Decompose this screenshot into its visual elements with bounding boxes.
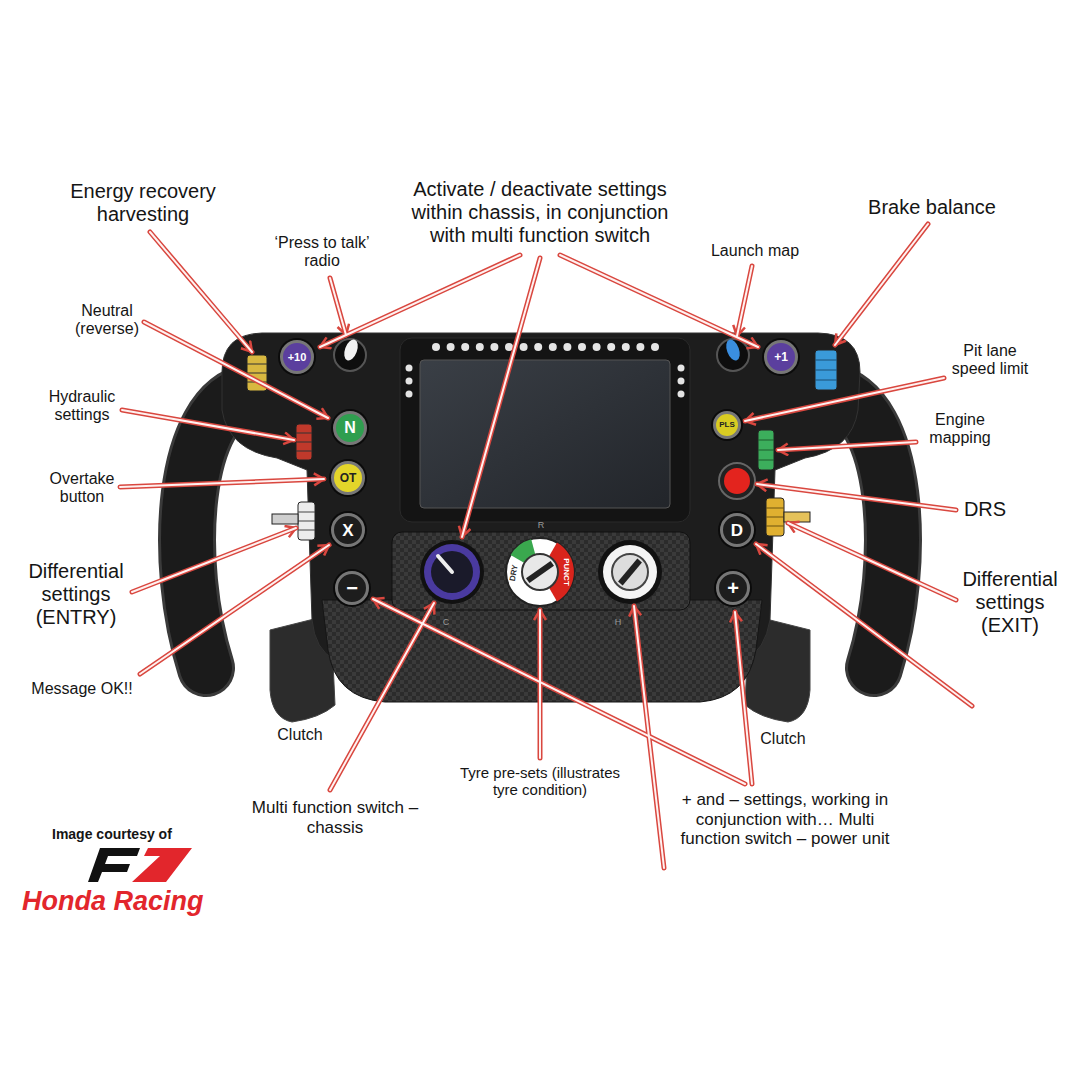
wheel-button: OT: [331, 461, 365, 495]
callout-label: Pit lane speed limit: [944, 342, 1036, 379]
callout-label: ‘Press to talk’ radio: [265, 234, 380, 271]
callout-label: Multi function switch – chassis: [243, 798, 428, 837]
wheel-button: +1: [764, 340, 798, 374]
callout-label: Activate / deactivate settings within ch…: [400, 178, 680, 247]
wheel-button: PLS: [713, 411, 741, 439]
button-label: +10: [288, 352, 307, 363]
callout-label: Energy recovery harvesting: [56, 180, 231, 226]
wheel-button: +: [716, 571, 750, 605]
wheel-button: X: [331, 513, 365, 547]
shift-lights: [432, 343, 659, 351]
callout-label: Brake balance: [857, 196, 1007, 219]
leader-line-core: [120, 224, 972, 868]
callout-label: Message OK!!: [22, 680, 142, 698]
callout-label: Launch map: [700, 242, 810, 260]
dial-marking: DRY: [509, 564, 520, 582]
tyre-dial: [506, 538, 574, 606]
leader-line: [120, 224, 972, 868]
dial-marking: PUNCT: [562, 558, 570, 586]
button-label: +: [727, 578, 739, 598]
panel-letter: R: [538, 521, 545, 530]
power-unit-dial: [598, 540, 662, 604]
side-lights: [406, 365, 685, 398]
callout-label: Differential settings (EXIT): [955, 568, 1065, 637]
chassis-dial: [420, 540, 484, 604]
callout-label: Engine mapping: [918, 411, 1003, 448]
wheel-button: D: [720, 513, 754, 547]
callout-label: Clutch: [260, 726, 340, 744]
callout-label: Differential settings (ENTRY): [19, 560, 134, 629]
callout-label: Clutch: [743, 730, 823, 748]
callout-label: Overtake button: [37, 470, 127, 507]
button-label: N: [344, 420, 356, 436]
hydraulic-wheel: [296, 424, 312, 460]
wheel-button: +10: [280, 340, 314, 374]
wheel-button: N: [333, 411, 367, 445]
button-label: PLS: [719, 421, 735, 429]
button-label: −: [346, 578, 358, 598]
button-label: D: [731, 522, 743, 539]
screen-bezel: [400, 338, 690, 522]
panel-letter: H: [615, 618, 622, 627]
callout-label: Neutral (reverse): [65, 302, 150, 339]
callout-label: DRS: [955, 498, 1015, 521]
brake-balance-wheel: [815, 350, 837, 390]
credit-text: Honda Racing: [22, 886, 282, 917]
button-label: OT: [340, 472, 357, 484]
engine-mapping-wheel: [758, 430, 774, 470]
credit-text: Image courtesy of: [52, 826, 212, 842]
wheel-button: −: [335, 571, 369, 605]
callout-label: Tyre pre-sets (illustrates tyre conditio…: [453, 764, 628, 799]
panel-letter: C: [443, 618, 450, 627]
callout-label: Hydraulic settings: [37, 388, 127, 425]
button-label: +1: [774, 351, 788, 363]
f1-logo: [88, 848, 192, 882]
display: [420, 360, 670, 508]
callout-label: + and – settings, working in conjunction…: [671, 790, 899, 849]
radio-switch: [334, 338, 366, 371]
dial-plate: [392, 532, 690, 610]
button-label: X: [342, 522, 353, 539]
drs-button: [719, 463, 755, 499]
